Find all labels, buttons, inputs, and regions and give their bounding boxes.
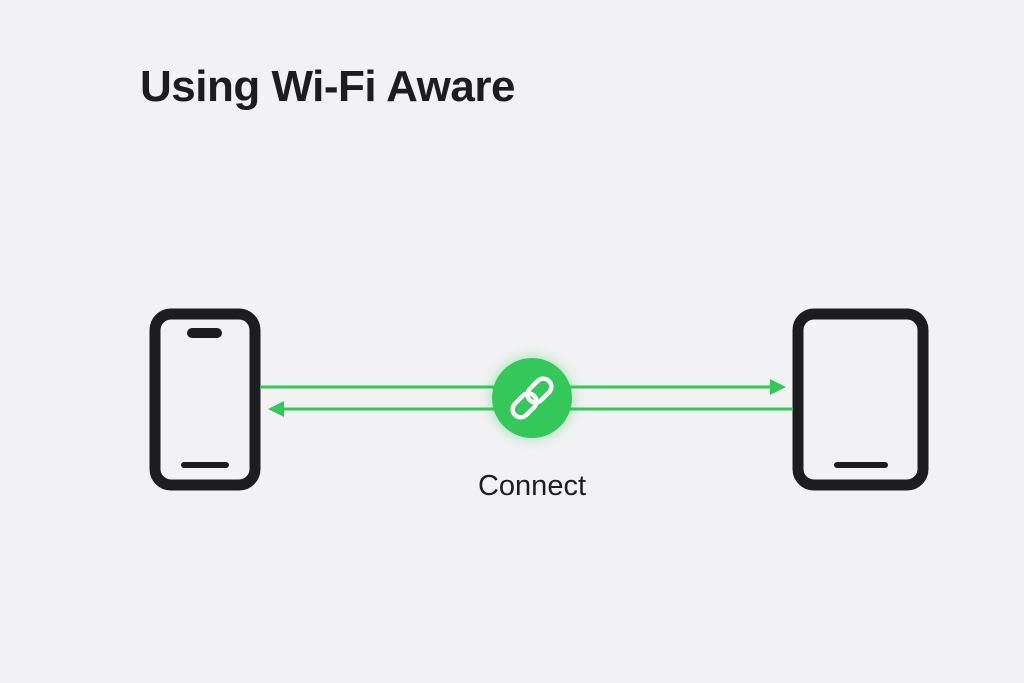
connect-label: Connect (477, 470, 586, 502)
slide-title: Using Wi-Fi Aware (140, 62, 515, 111)
link-icon (510, 376, 554, 420)
connection-badge (490, 356, 574, 440)
iphone-icon (149, 308, 261, 491)
ipad-icon (792, 308, 929, 491)
